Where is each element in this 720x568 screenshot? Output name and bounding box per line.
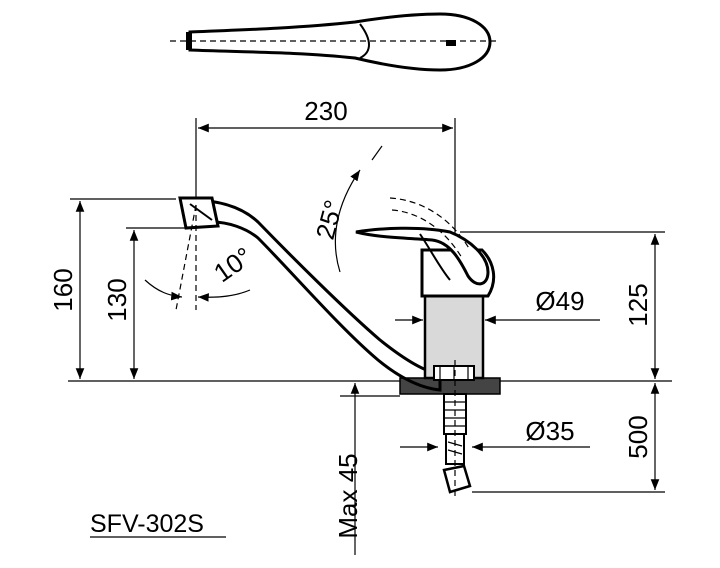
spout-height-label: 130: [102, 278, 132, 321]
mounting-hardware: [433, 360, 475, 500]
total-height-dimension: 160: [48, 198, 176, 379]
reach-dimension: 230: [195, 96, 456, 242]
lever-angle-label: 25°: [310, 197, 349, 243]
shank-diameter-label: Ø35: [525, 416, 574, 446]
lever-raised-outline: [389, 197, 471, 259]
reach-label: 230: [304, 96, 347, 126]
lever-top-view: [170, 12, 500, 72]
max-thickness-label: Max 45: [333, 453, 363, 538]
lever-angle-dimension: 25°: [310, 145, 383, 273]
model-label-group: SFV-302S: [90, 510, 226, 538]
total-height-label: 160: [48, 268, 78, 311]
spout-height-dimension: 130: [102, 227, 186, 379]
hose-length-dimension: 500: [472, 383, 665, 493]
spout: [178, 196, 442, 392]
body-height-label: 125: [623, 283, 653, 326]
body-diameter-dimension: Ø49: [395, 286, 600, 325]
body-diameter-label: Ø49: [535, 286, 584, 316]
lever-handle: [355, 226, 490, 286]
hose-length-label: 500: [623, 415, 653, 458]
max-thickness-dimension: Max 45: [333, 383, 400, 555]
body-height-dimension: 125: [460, 231, 665, 379]
shank-diameter-dimension: Ø35: [400, 416, 590, 452]
spout-angle-label: 10°: [208, 241, 257, 288]
model-label: SFV-302S: [90, 510, 204, 538]
